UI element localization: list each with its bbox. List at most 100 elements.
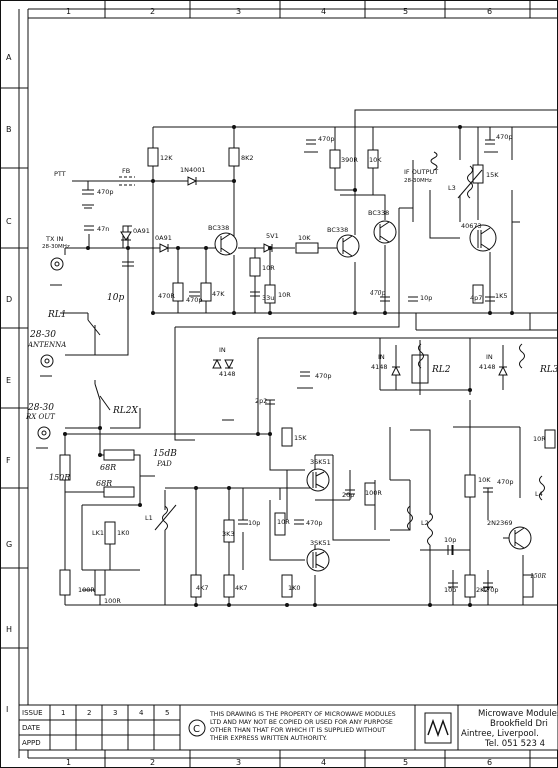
label-c-470p-e: 470p — [315, 372, 332, 380]
label-q-40673: 40673 — [461, 222, 482, 230]
label-r-100r-b: 100R — [78, 586, 95, 594]
label-c-470p-a: 470p — [97, 188, 114, 196]
label-tx-in: TX IN — [45, 235, 63, 243]
label-pad: PAD — [156, 460, 172, 468]
label-c-470p-c: 470p — [318, 135, 335, 143]
label-antenna-2: ANTENNA — [27, 341, 66, 349]
label-fb: FB — [122, 167, 130, 175]
label-if-freq: 28-30MHz — [404, 178, 432, 184]
col-label-3: 3 — [236, 7, 241, 16]
label-d-0a91-b: 0A91 — [155, 234, 172, 242]
label-r-1k5: 1K5 — [495, 292, 508, 300]
label-r-470r: 470R — [158, 292, 175, 300]
label-r-10k-a: 10K — [298, 234, 311, 242]
col-label-1: 1 — [66, 7, 71, 16]
label-c-470p-h: 470p — [482, 586, 499, 594]
company-line-1: Microwave Modules — [478, 709, 558, 719]
label-c-10p-e: 10p — [444, 586, 456, 594]
label-c-47n: 47n — [97, 225, 109, 233]
label-lk1: LK1 — [92, 529, 104, 537]
label-rx-out-2: RX OUT — [25, 413, 56, 421]
label-r-150r: 150R — [49, 473, 70, 482]
title-block: ISSUE DATE APPD 1 2 3 4 5 C THIS DRAWING… — [18, 704, 558, 751]
company-line-3: Aintree, Liverpool. — [461, 729, 539, 739]
label-rl1: RL1 — [47, 310, 66, 320]
row-label-h: H — [6, 625, 12, 634]
label-if-output: IF OUTPUT — [404, 168, 438, 176]
label-r-10r-b: 10R — [278, 291, 291, 299]
copyright-icon: C — [193, 724, 200, 735]
label-antenna-1: 28-30 — [29, 330, 56, 340]
row-label-d: D — [6, 295, 12, 304]
company-line-2: Brookfield Dri — [490, 719, 548, 729]
col-label-5: 5 — [403, 7, 408, 16]
label-r-10k-b: 10K — [369, 156, 382, 164]
label-d-0a91-a: 0A91 — [133, 227, 150, 235]
col-label-4: 4 — [321, 7, 326, 16]
label-c-4p7: 4p7 — [470, 294, 482, 302]
label-z-5v1: 5V1 — [266, 232, 279, 240]
col-label-5b: 5 — [403, 758, 408, 767]
label-c-20p: 20p — [342, 491, 354, 499]
label-c-10p-b: 10p — [420, 294, 432, 302]
notice-line-2: LTD AND MAY NOT BE COPIED OR USED FOR AN… — [210, 719, 393, 726]
title-appd-label: APPD — [22, 739, 41, 747]
label-q-2n2369: 2N2369 — [487, 519, 513, 527]
label-r-8k2: 8K2 — [241, 154, 254, 162]
label-r-100r-c: 100R — [104, 597, 121, 605]
notice-line-3: OTHER THAN THAT FOR WHICH IT IS SUPPLIED… — [210, 727, 386, 734]
col-label-3b: 3 — [236, 758, 241, 767]
row-label-i: I — [6, 705, 8, 714]
label-rl3: RL3 — [539, 365, 558, 375]
label-l3: L3 — [448, 184, 456, 192]
label-c-10p-hand: 10p — [107, 293, 124, 303]
label-r-68r-b: 68R — [96, 479, 112, 488]
label-c-470p-b: 470p — [186, 296, 203, 304]
col-label-1b: 1 — [66, 758, 71, 767]
notice-line-1: THIS DRAWING IS THE PROPERTY OF MICROWAV… — [209, 711, 396, 718]
col-label-2b: 2 — [150, 758, 155, 767]
label-in4148-c1: IN — [486, 353, 493, 361]
label-ptt: PTT — [54, 170, 66, 178]
label-l2: L2 — [421, 519, 429, 527]
label-c-10p-c: 10p — [248, 519, 260, 527]
company-line-4: Tel. 051 523 4 — [484, 739, 545, 749]
issue-number-1: 1 — [61, 709, 65, 717]
label-r-10r-a: 10R — [262, 264, 275, 272]
label-c-33u: 33u — [262, 294, 274, 302]
row-label-b: B — [6, 125, 12, 134]
issue-number-4: 4 — [139, 709, 144, 717]
label-in4148-a1: IN — [219, 346, 226, 354]
col-label-6: 6 — [487, 7, 492, 16]
label-q-bc338-c: BC338 — [368, 209, 389, 217]
label-in4148-b2: 4148 — [371, 363, 388, 371]
row-label-c: C — [6, 217, 12, 226]
label-c-2p2: 2p2 — [255, 397, 267, 405]
label-r-4k7-a: 4K7 — [196, 584, 209, 592]
col-label-6b: 6 — [487, 758, 492, 767]
label-r-10r-c: 10R — [277, 518, 290, 526]
label-r-10r-d: 10R — [533, 435, 546, 443]
col-label-2: 2 — [150, 7, 155, 16]
label-r-390r: 390R — [341, 156, 358, 164]
label-in4148-a2: 4148 — [219, 370, 236, 378]
label-q-bc338-a: BC338 — [208, 224, 229, 232]
label-c-470p-d: 470p — [496, 133, 513, 141]
label-r-68r-a: 68R — [100, 463, 116, 472]
label-r-3k3: 3K3 — [222, 530, 235, 538]
title-date-label: DATE — [22, 724, 40, 732]
label-r-100r-a: 100R — [365, 489, 382, 497]
row-label-f: F — [6, 456, 11, 465]
label-r-1k0-b: 1K0 — [288, 584, 301, 592]
row-label-a: A — [6, 53, 12, 62]
label-c-470p-g: 470p — [497, 478, 514, 486]
label-q-3sk51-b: 3SK51 — [310, 539, 331, 547]
label-rl2x: RL2X — [112, 406, 138, 416]
label-q-bc338-b: BC338 — [327, 226, 348, 234]
label-r-15k-a: 15K — [486, 171, 499, 179]
label-r-10k-c: 10K — [478, 476, 491, 484]
issue-number-5: 5 — [165, 709, 169, 717]
row-label-g: G — [6, 540, 12, 549]
label-in4148-b1: IN — [378, 353, 385, 361]
